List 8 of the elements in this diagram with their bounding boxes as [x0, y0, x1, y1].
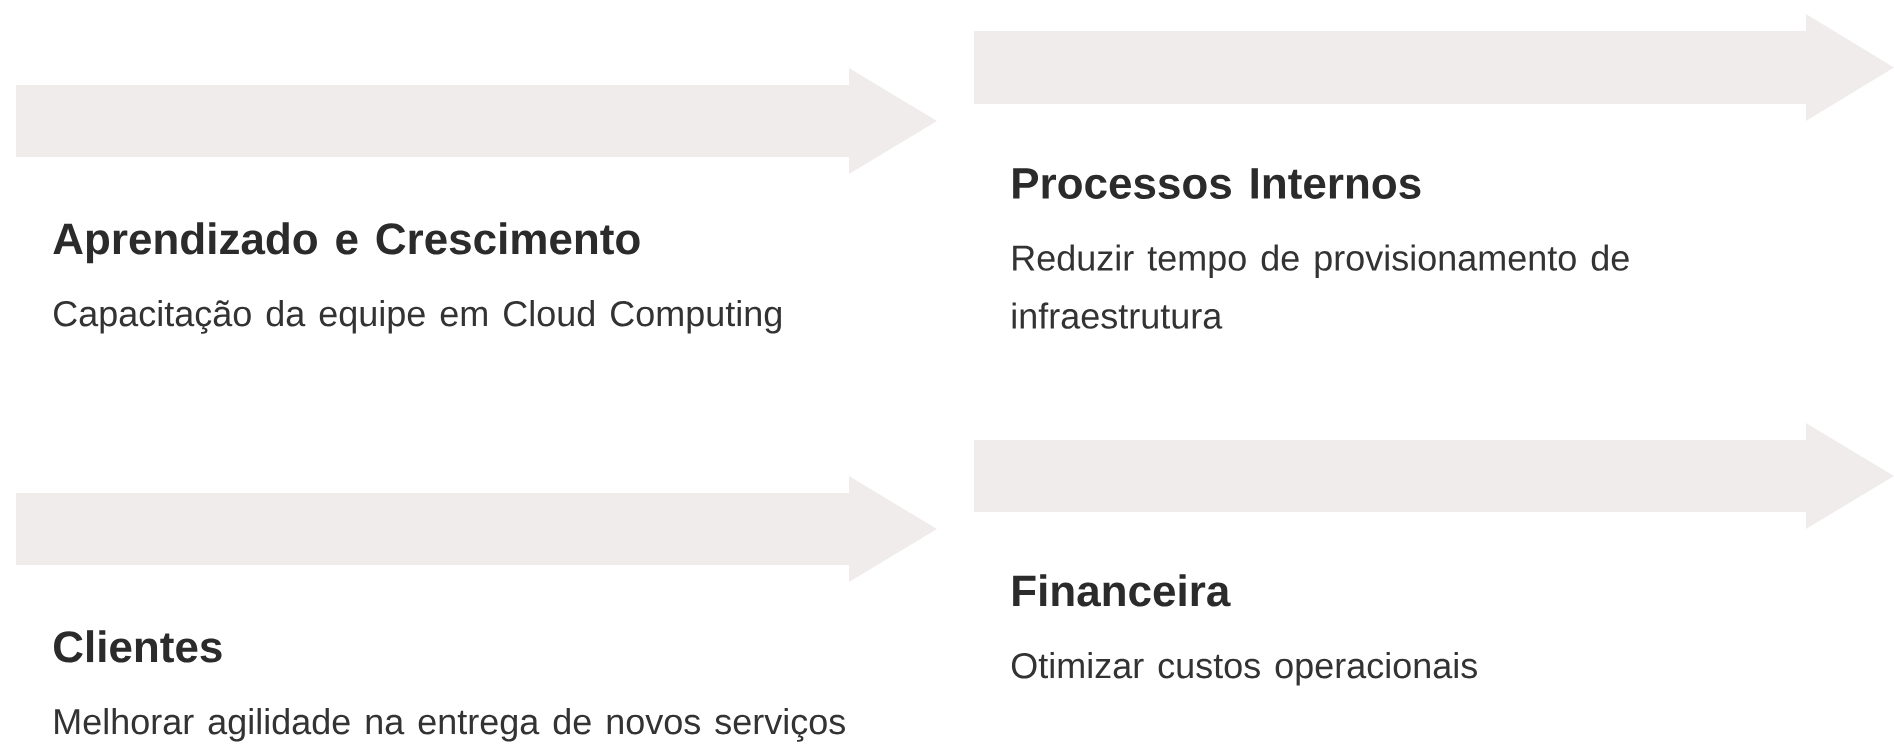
description: Reduzir tempo de provisionamento de infraestrutura — [1012, 244, 1629, 329]
heading: Aprendizado e Crescimento — [53, 222, 640, 264]
description: Melhorar agilidade na entrega de novos serviços — [55, 708, 845, 742]
description: Otimizar custos operacionais — [1011, 652, 1477, 686]
description: Capacitação da equipe em Cloud Computing — [54, 300, 781, 334]
heading: Financeira — [1013, 574, 1231, 607]
heading: Processos Internos — [1013, 168, 1421, 199]
heading: Clientes — [54, 630, 222, 663]
